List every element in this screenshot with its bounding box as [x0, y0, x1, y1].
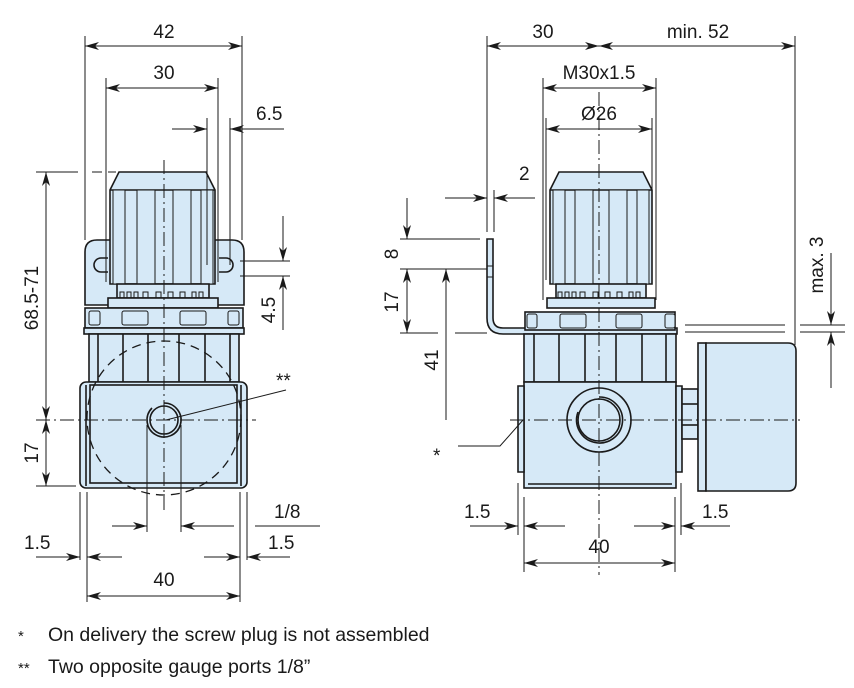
- dim-port-height: 17: [22, 442, 43, 463]
- dim-bracket-to-port: 41: [422, 349, 443, 370]
- dim-overall-width: 42: [153, 22, 174, 43]
- dim-knob-width: 30: [153, 63, 174, 84]
- side-bonnet: [523, 333, 677, 383]
- adjustment-knob: [107, 171, 219, 309]
- gauge-stem: [681, 388, 699, 440]
- dim-thread: M30x1.5: [563, 63, 636, 84]
- dim-gauge-port: 1/8: [274, 502, 300, 523]
- dim-side-right-offset: 1.5: [702, 502, 728, 523]
- dim-bracket-thickness: 2: [519, 164, 530, 185]
- dim-body-width: 40: [153, 570, 174, 591]
- dim-gauge-offset: max. 3: [807, 236, 828, 293]
- side-adjustment-knob: [546, 171, 656, 309]
- gauge-port-thread: [146, 402, 182, 438]
- dim-side-left-offset: 1.5: [464, 502, 490, 523]
- dim-gauge-clearance: min. 52: [667, 22, 729, 43]
- dim-bracket-lower: 17: [382, 291, 403, 312]
- dim-bracket-upper: 8: [382, 249, 403, 260]
- dim-left-offset: 1.5: [24, 533, 50, 554]
- side-view: 30 min. 52 M30x1.5 Ø26 2 8 17 41 max. 3 …: [382, 22, 845, 575]
- footnote-mark: **: [18, 660, 30, 677]
- pressure-gauge: [697, 342, 797, 492]
- dim-bracket-hole: 4.5: [259, 297, 280, 323]
- footnote-screw-plug: * On delivery the screw plug is not asse…: [18, 620, 430, 652]
- bracket-slot-left: [93, 257, 108, 273]
- dim-right-offset: 1.5: [268, 533, 294, 554]
- side-bracket: [486, 238, 678, 335]
- side-regulator-body: [517, 381, 683, 489]
- dim-bracket-offset: 6.5: [256, 104, 282, 125]
- inlet-port-thread: [575, 396, 624, 444]
- gauge-port-marker: **: [276, 371, 291, 392]
- front-view: 42 30 6.5 68.5-71 17 4.5 ** 1/8 1.5 1.5 …: [22, 22, 320, 602]
- footnote-text: On delivery the screw plug is not assemb…: [48, 624, 430, 646]
- dim-bracket-to-center: 30: [532, 22, 553, 43]
- dim-side-body-width: 40: [588, 537, 609, 558]
- footnotes: * On delivery the screw plug is not asse…: [18, 620, 430, 684]
- dim-knob-diameter: Ø26: [581, 104, 617, 125]
- footnote-gauge-ports: ** Two opposite gauge ports 1/8”: [18, 652, 430, 684]
- side-lock-nut: [524, 311, 676, 331]
- bracket-slot-right: [219, 257, 234, 273]
- plug-marker: *: [433, 446, 441, 467]
- dim-height: 68.5-71: [22, 266, 43, 330]
- footnote-text: Two opposite gauge ports 1/8”: [48, 656, 311, 678]
- footnote-mark: *: [18, 628, 24, 645]
